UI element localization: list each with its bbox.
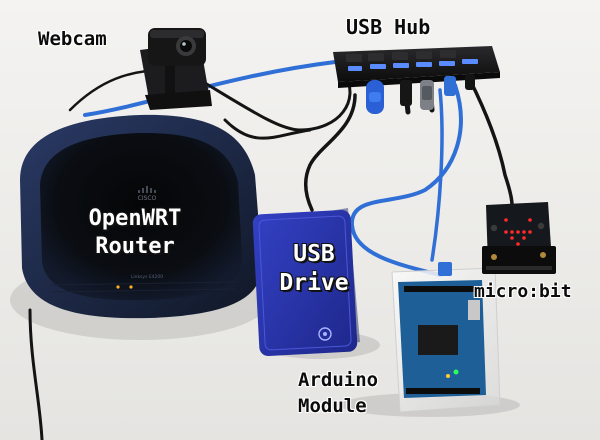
router-label: OpenWRT Router [70,208,200,258]
microbit-board-icon [482,202,556,274]
usb-hub-icon [333,46,500,114]
router-brand-mark: CISCO [138,195,157,202]
usb-drive-icon [252,208,360,357]
arduino-board-icon [391,262,501,413]
usb-hub-label: USB Hub [346,15,431,39]
webcam-label: Webcam [38,28,107,50]
router-label-line1: OpenWRT [88,206,182,231]
usb-drive-label-line1: USB [293,241,335,267]
microbit-label: micro:bit [474,281,572,302]
router-grille [49,281,239,293]
usb-drive-label: USB Drive [272,243,356,295]
router-model-mark: Linksys E4200 [131,274,163,280]
webcam-icon [140,28,212,110]
router-label-line2: Router [95,234,175,259]
usb-drive-label-line2: Drive [279,270,349,296]
arduino-label: Arduino Module [298,371,378,416]
cisco-logo-icon [138,186,156,193]
arduino-label-line2: Module [298,395,367,417]
router-icon: CISCO Linksys E4200 [20,114,262,319]
arduino-label-line1: Arduino [298,369,379,391]
